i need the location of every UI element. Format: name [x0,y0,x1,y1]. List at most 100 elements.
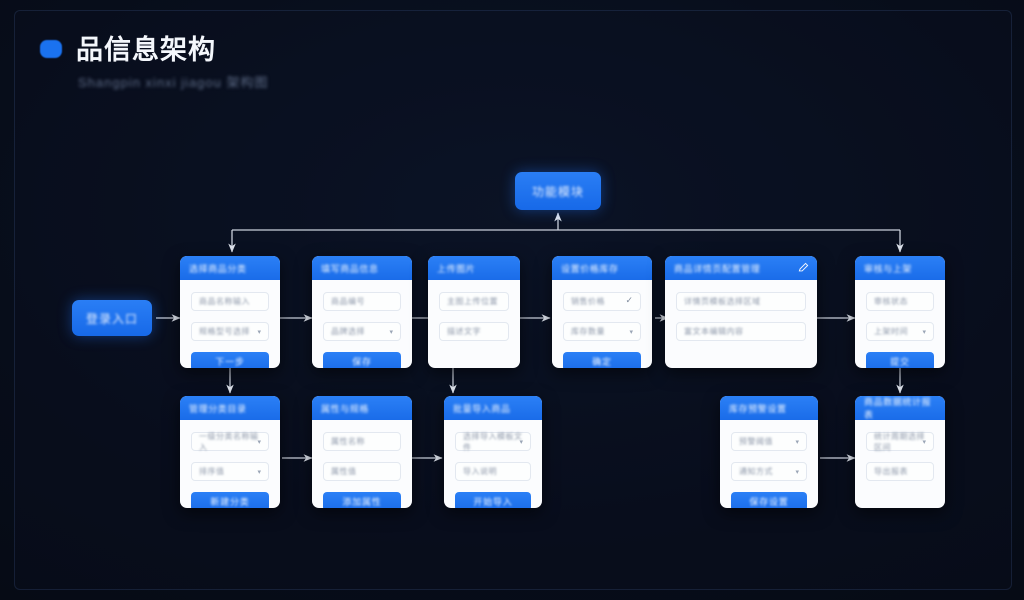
card-header: 选择商品分类 [180,256,280,280]
root-node-label: 功能模块 [531,184,584,199]
primary-button[interactable]: 确定 [563,352,641,368]
card-top-2[interactable]: 填写商品信息 商品编号 品牌选择 ▾ 保存 [312,256,412,368]
select-field[interactable]: 通知方式 ▾ [731,462,807,481]
card-title: 属性与规格 [321,403,370,414]
input-field[interactable]: 商品编号 [323,292,401,311]
card-body: 商品名称输入 规格型号选择 ▾ 下一步 [180,280,280,368]
card-title: 商品数据统计报表 [864,397,932,420]
primary-button[interactable]: 添加属性 [323,492,401,508]
input-value: 品牌选择 [331,327,365,336]
input-field[interactable]: 属性名称 [323,432,401,451]
input-field[interactable]: 主图上传位置 [439,292,509,311]
input-value: 统计周期选择区间 [874,431,925,452]
select-field[interactable]: 统计周期选择区间 ▾ [866,431,934,452]
card-bottom-4[interactable]: 库存预警设置 预警阈值 ▾ 通知方式 ▾ 保存设置 [720,396,818,508]
select-field[interactable]: 一级分类名称输入 ▾ [191,431,269,452]
input-value: 富文本编辑内容 [684,327,744,336]
card-bottom-2[interactable]: 属性与规格 属性名称 属性值 添加属性 [312,396,412,508]
button-label: 新建分类 [210,497,250,507]
card-header: 设置价格库存 [552,256,652,280]
card-bottom-5[interactable]: 商品数据统计报表 统计周期选择区间 ▾ 导出报表 [855,396,945,508]
input-value: 一级分类名称输入 [199,431,259,452]
select-field[interactable]: 上架时间 ▾ [866,322,934,341]
input-value: 审核状态 [874,297,908,306]
card-top-5[interactable]: 商品详情页配置管理 详情页模板选择区域 富文本编辑内容 [665,256,817,368]
input-value: 销售价格 [571,297,605,306]
card-header: 审核与上架 [855,256,945,280]
input-field[interactable]: 属性值 [323,462,401,481]
primary-button[interactable]: 下一步 [191,352,269,368]
button-label: 提交 [890,357,910,367]
input-value: 预警阈值 [739,437,773,446]
card-body: 销售价格 ✓ 库存数量 ▾ 确定 [552,280,652,368]
card-title: 管理分类目录 [189,403,247,414]
chevron-down-icon: ▾ [629,329,633,336]
card-top-1[interactable]: 选择商品分类 商品名称输入 规格型号选择 ▾ 下一步 [180,256,280,368]
input-value: 选择导入模板文件 [463,431,523,452]
select-field[interactable]: 选择导入模板文件 ▾ [455,431,531,452]
page-subtitle: Shangpin xinxi jiagou 架构图 [78,75,269,90]
card-title: 库存预警设置 [729,403,787,414]
card-header: 填写商品信息 [312,256,412,280]
primary-button[interactable]: 新建分类 [191,492,269,508]
input-value: 详情页模板选择区域 [684,297,761,306]
entry-node[interactable]: 登录入口 [72,300,152,336]
card-bottom-3[interactable]: 批量导入商品 选择导入模板文件 ▾ 导入说明 开始导入 [444,396,542,508]
chevron-down-icon: ▾ [257,329,261,336]
input-field[interactable]: 销售价格 ✓ [563,292,641,311]
button-label: 保存设置 [749,497,789,507]
card-header: 批量导入商品 [444,396,542,420]
card-top-4[interactable]: 设置价格库存 销售价格 ✓ 库存数量 ▾ 确定 [552,256,652,368]
primary-button[interactable]: 保存设置 [731,492,807,508]
card-bottom-1[interactable]: 管理分类目录 一级分类名称输入 ▾ 排序值 ▾ 新建分类 [180,396,280,508]
select-field[interactable]: 规格型号选择 ▾ [191,322,269,341]
input-field[interactable]: 导出报表 [866,462,934,481]
input-value: 属性名称 [331,437,365,446]
card-body: 统计周期选择区间 ▾ 导出报表 [855,420,945,503]
card-top-3[interactable]: 上传图片 主图上传位置 描述文字 [428,256,520,368]
chevron-down-icon: ▾ [922,439,926,446]
page-title: 品信息架构 [76,35,216,65]
input-value: 库存数量 [571,327,605,336]
pencil-icon[interactable] [798,262,809,273]
input-value: 商品名称输入 [199,297,250,306]
input-value: 主图上传位置 [447,297,498,306]
primary-button[interactable]: 提交 [866,352,934,368]
card-title: 审核与上架 [864,263,913,274]
select-field[interactable]: 排序值 ▾ [191,462,269,481]
chevron-down-icon: ▾ [389,329,393,336]
input-field[interactable]: 导入说明 [455,462,531,481]
card-title: 批量导入商品 [453,403,511,414]
card-body: 预警阈值 ▾ 通知方式 ▾ 保存设置 [720,420,818,508]
input-value: 排序值 [199,467,225,476]
input-field[interactable]: 描述文字 [439,322,509,341]
select-field[interactable]: 品牌选择 ▾ [323,322,401,341]
input-value: 规格型号选择 [199,327,250,336]
input-field[interactable]: 详情页模板选择区域 [676,292,806,311]
card-title: 设置价格库存 [561,263,619,274]
input-value: 属性值 [331,467,357,476]
input-field[interactable]: 富文本编辑内容 [676,322,806,341]
card-header: 商品数据统计报表 [855,396,945,420]
input-value: 通知方式 [739,467,773,476]
primary-button[interactable]: 开始导入 [455,492,531,508]
button-label: 确定 [592,357,612,367]
input-field[interactable]: 审核状态 [866,292,934,311]
primary-button[interactable]: 保存 [323,352,401,368]
input-value: 导入说明 [463,467,497,476]
chevron-down-icon: ▾ [257,439,261,446]
card-header: 管理分类目录 [180,396,280,420]
entry-node-label: 登录入口 [85,311,138,326]
select-field[interactable]: 库存数量 ▾ [563,322,641,341]
button-label: 开始导入 [473,497,513,507]
input-value: 商品编号 [331,297,365,306]
select-field[interactable]: 预警阈值 ▾ [731,432,807,451]
card-body: 选择导入模板文件 ▾ 导入说明 开始导入 [444,420,542,508]
card-top-6[interactable]: 审核与上架 审核状态 上架时间 ▾ 提交 [855,256,945,368]
chevron-down-icon: ▾ [519,439,523,446]
card-body: 主图上传位置 描述文字 [428,280,520,363]
card-header: 库存预警设置 [720,396,818,420]
input-field[interactable]: 商品名称输入 [191,292,269,311]
root-node[interactable]: 功能模块 [515,172,601,210]
